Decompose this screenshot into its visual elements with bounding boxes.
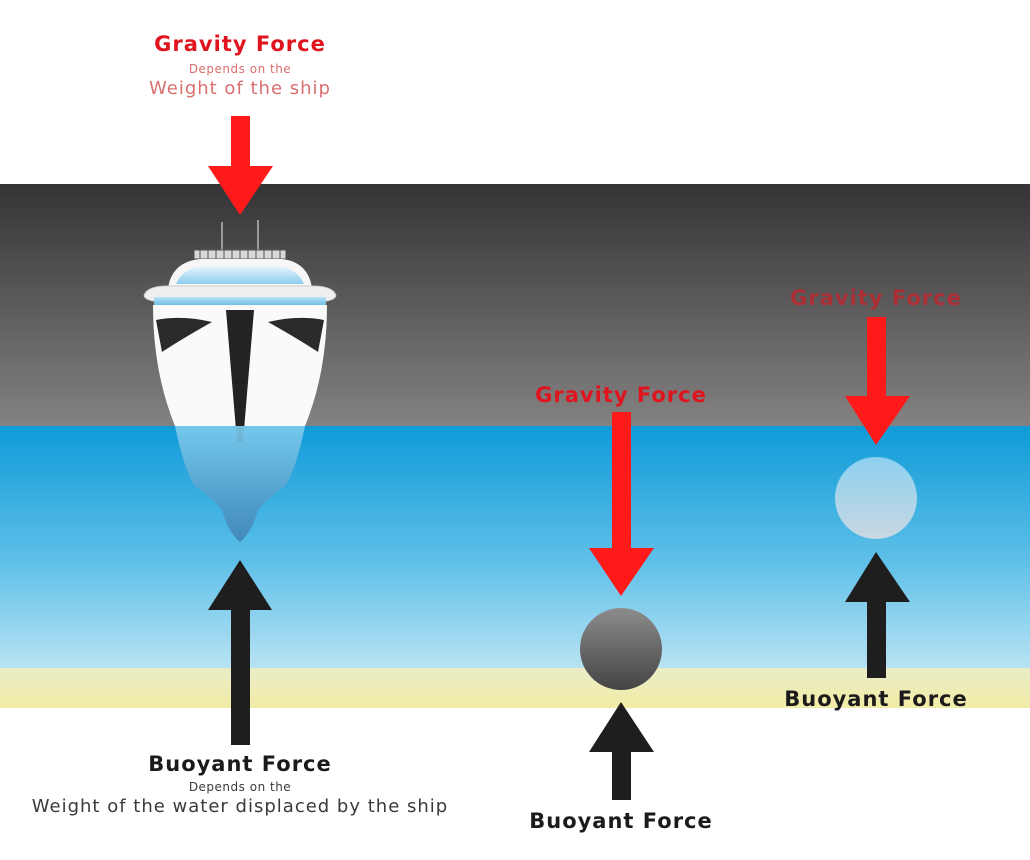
sand-floor [0,668,1030,708]
ship-buoyant-sub: Depends on the [188,780,292,794]
floating-gravity-label: Gravity Force [790,286,962,310]
ship-buoyant-label: Buoyant Force [148,752,332,776]
floating-buoyant-arrow [845,552,910,678]
ship-bridge-window [176,266,304,284]
ship-gravity-note: Weight of the ship [149,78,331,99]
ship-gravity-arrow [208,116,273,215]
sinking-buoyant-label: Buoyant Force [529,809,713,833]
ship-buoyant-note: Weight of the water displaced by the shi… [31,796,449,817]
ship-hull-below [175,426,305,542]
ship-gravity-sub: Depends on the [188,62,292,76]
dense-ball [580,608,662,690]
sinking-buoyant-arrow [589,702,654,800]
ship-window-band [154,297,326,305]
floating-gravity-arrow [845,317,910,445]
ship-hull-shade-right [268,317,324,352]
sinking-gravity-label: Gravity Force [535,383,707,407]
ship-illustration [143,220,337,542]
sinking-gravity-arrow [589,412,654,596]
ship-gravity-label: Gravity Force [154,32,326,56]
ship-buoyant-arrow [208,560,272,745]
ship-hull-shade-left [156,317,212,352]
floating-buoyant-label: Buoyant Force [784,687,968,711]
ship-bow-stem [226,310,254,442]
light-ball [835,457,917,539]
